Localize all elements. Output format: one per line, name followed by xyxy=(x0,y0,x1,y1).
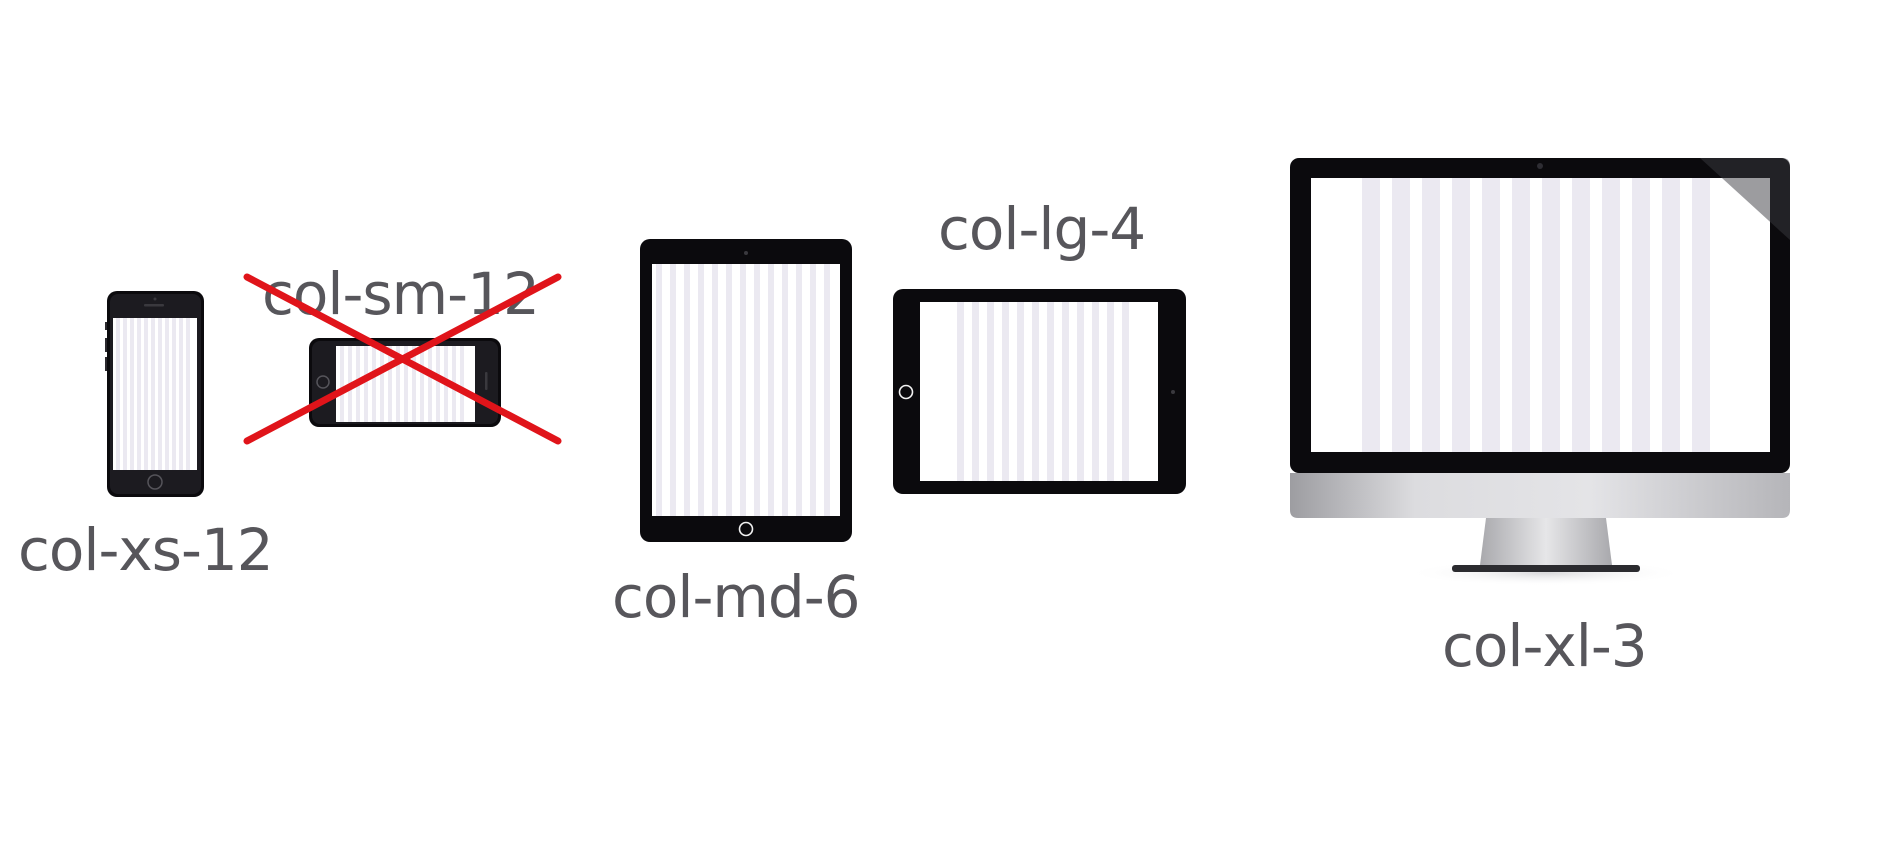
tablet-icon xyxy=(640,239,852,542)
smartphone-icon xyxy=(105,291,204,497)
tablet-landscape-icon xyxy=(893,289,1186,494)
smartphone-landscape-icon xyxy=(309,338,501,427)
grid-columns xyxy=(656,264,830,516)
grid-columns xyxy=(957,302,1129,481)
label-col-xl-3: col-xl-3 xyxy=(1442,612,1648,680)
grid-columns xyxy=(116,318,190,470)
label-col-sm-12: col-sm-12 xyxy=(262,260,540,328)
desktop-monitor-icon xyxy=(1290,158,1790,586)
label-col-xs-12: col-xs-12 xyxy=(18,516,274,584)
label-col-md-6: col-md-6 xyxy=(612,563,861,631)
label-col-lg-4: col-lg-4 xyxy=(938,195,1146,263)
grid-columns xyxy=(1362,178,1710,452)
